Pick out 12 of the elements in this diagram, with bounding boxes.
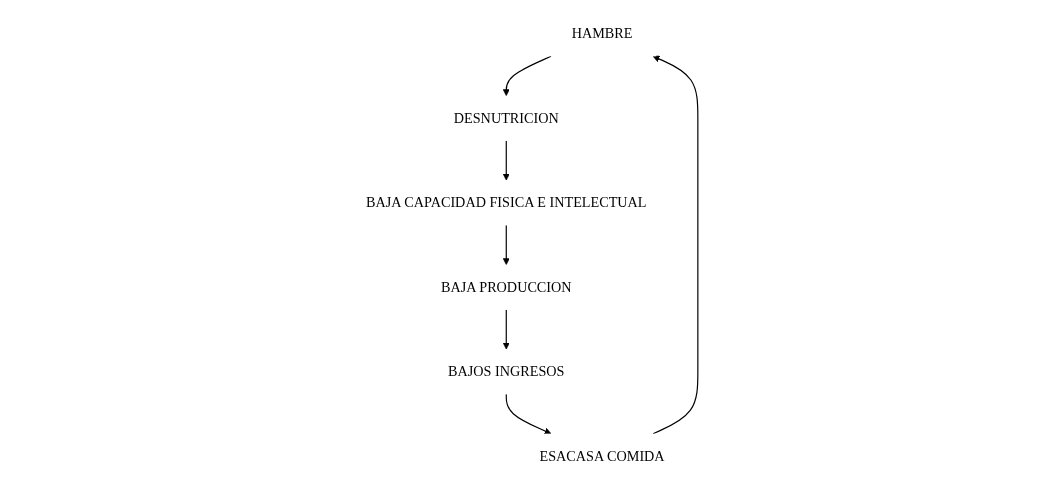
arrow [503, 224, 511, 266]
node-text: HAMBRE [572, 25, 633, 42]
arrow [503, 55, 553, 97]
arrow [652, 55, 699, 435]
arrow [503, 309, 511, 350]
node-text: BAJA PRODUCCION [441, 278, 573, 295]
node-text: ESACASA COMIDA [539, 447, 666, 464]
node-text: BAJOS INGRESOS [448, 363, 565, 380]
node-text: DESNUTRICION [454, 110, 560, 126]
arrow [506, 393, 552, 435]
node-text: BAJA CAPACIDAD FISICA E INTELECTUAL [366, 194, 647, 211]
arrow [503, 140, 511, 181]
